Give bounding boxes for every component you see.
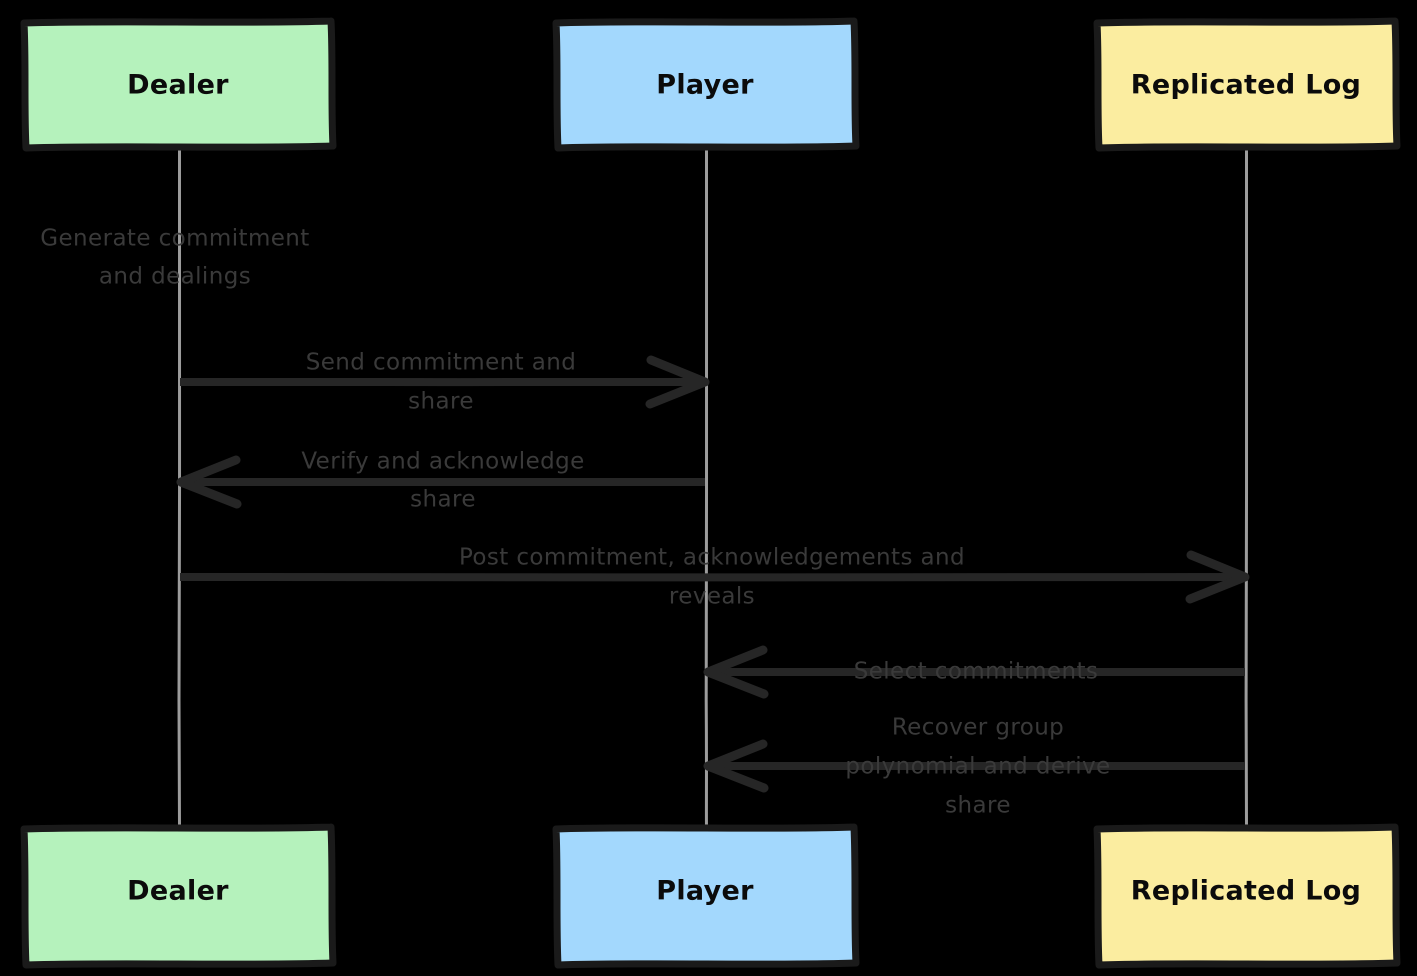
replicated-log-top-box-fill: [1097, 21, 1397, 148]
lifelines-group: [177, 146, 1249, 830]
message-3-line: [179, 572, 1244, 582]
participant-box-player-top[interactable]: Player: [552, 17, 860, 152]
replicated-log-bottom-box-outline: [1093, 823, 1401, 969]
message-5-label-line-3: share: [945, 793, 1011, 819]
replicated-log-top-box-outline: [1093, 17, 1401, 152]
message-5-label-line-2: polynomial and derive: [845, 754, 1110, 780]
message-2-line: [182, 477, 706, 487]
participant-box-dealer-bottom[interactable]: Dealer: [20, 823, 337, 969]
message-verify-and-acknowledge-share[interactable]: Verify and acknowledge share: [176, 449, 706, 513]
message-post-commitment[interactable]: Post commitment, acknowledgements and re…: [179, 545, 1250, 610]
note-generate-commitment-line-2: and dealings: [99, 264, 251, 290]
message-4-arrowhead: [703, 645, 769, 699]
participant-box-player-bottom[interactable]: Player: [552, 823, 860, 969]
message-1-line: [179, 377, 704, 387]
message-4-line: [709, 667, 1246, 677]
player-bottom-box-outline: [552, 823, 860, 969]
participant-label-replicated-log-bottom: Replicated Log: [1131, 876, 1361, 907]
message-2-label-line-1: Verify and acknowledge: [301, 449, 584, 475]
message-2-label-line-2: share: [410, 487, 476, 513]
message-3-arrowhead: [1185, 550, 1250, 604]
participant-label-dealer-bottom: Dealer: [127, 876, 229, 907]
message-5-line: [709, 761, 1246, 771]
participant-label-player-bottom: Player: [656, 876, 754, 907]
participant-box-dealer-top[interactable]: Dealer: [20, 17, 337, 152]
dealer-top-box-outline: [20, 17, 337, 152]
message-5-arrowhead: [703, 739, 769, 793]
message-2-arrowhead: [176, 455, 242, 509]
note-generate-commitment-line-1: Generate commitment: [40, 226, 309, 252]
player-top-box-fill: [556, 21, 856, 148]
player-bottom-box-fill: [556, 827, 856, 965]
participant-label-replicated-log-top: Replicated Log: [1131, 70, 1361, 101]
replicated-log-bottom-box-fill: [1097, 827, 1397, 965]
message-3-label-line-1: Post commitment, acknowledgements and: [459, 545, 965, 571]
message-send-commitment-and-share[interactable]: Send commitment and share: [179, 350, 710, 415]
message-1-label-line-1: Send commitment and: [306, 350, 577, 376]
participant-box-replicated-log-top[interactable]: Replicated Log: [1093, 17, 1401, 152]
message-4-label-line-1: Select commitments: [854, 659, 1099, 685]
note-generate-commitment: Generate commitment and dealings: [40, 226, 309, 290]
message-5-label-line-1: Recover group: [892, 715, 1064, 741]
player-top-box-outline: [552, 17, 860, 152]
message-1-label-line-2: share: [408, 389, 474, 415]
message-select-commitments[interactable]: Select commitments: [703, 645, 1246, 699]
dealer-bottom-box-fill: [24, 827, 333, 965]
message-recover-group-polynomial[interactable]: Recover group polynomial and derive shar…: [703, 715, 1246, 819]
participant-box-replicated-log-bottom[interactable]: Replicated Log: [1093, 823, 1401, 969]
message-1-arrowhead: [645, 355, 710, 409]
dealer-bottom-box-outline: [20, 823, 337, 969]
message-3-label-line-2: reveals: [669, 584, 755, 610]
participant-label-dealer-top: Dealer: [127, 70, 229, 101]
participant-label-player-top: Player: [656, 70, 754, 101]
dealer-top-box-fill: [24, 21, 333, 148]
lifeline-dealer: [177, 146, 182, 830]
